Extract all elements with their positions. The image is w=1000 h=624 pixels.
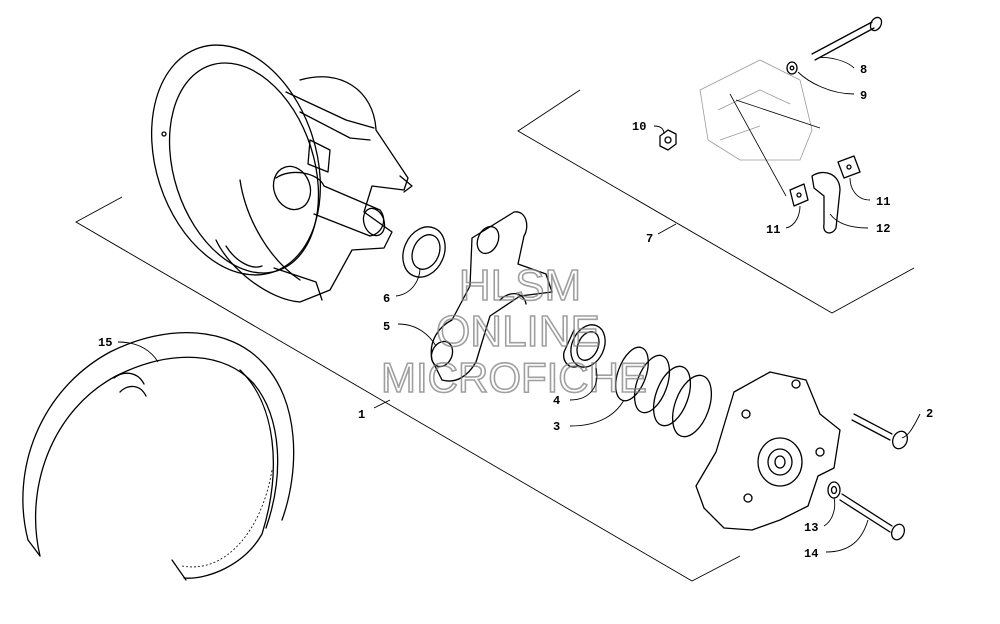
callout-9: 9 [860, 89, 867, 103]
assembly-group-outline [75, 196, 741, 582]
callout-2: 2 [926, 407, 933, 421]
weight-kit-group-outline [517, 89, 915, 314]
cam-arm [430, 211, 553, 382]
weight-plate-a [837, 155, 861, 179]
weight-kit-ghost [699, 59, 813, 161]
weight-arm [811, 171, 841, 234]
callout-10: 10 [632, 120, 646, 134]
callout-6: 6 [383, 292, 390, 306]
callout-11-a: 11 [876, 195, 890, 209]
watermark-line-2: ONLINE [436, 307, 600, 356]
leader-lines [117, 57, 921, 553]
drive-belt [22, 331, 295, 581]
callout-labels: 1 2 3 4 5 6 7 8 9 10 11 11 12 13 14 15 [98, 63, 933, 561]
bolt-pin [811, 16, 883, 61]
cover-plate [695, 371, 841, 531]
callout-8: 8 [860, 63, 867, 77]
bolt-cover [839, 493, 906, 541]
callout-1: 1 [358, 408, 365, 422]
callout-4: 4 [553, 394, 560, 408]
bolt-long [851, 413, 909, 450]
callout-7: 7 [646, 232, 653, 246]
sheave-assembly [150, 44, 413, 303]
callout-12: 12 [876, 222, 890, 236]
weight-plate-b [789, 183, 809, 207]
spring [615, 346, 713, 438]
pin-washer [786, 61, 798, 75]
washer [402, 226, 446, 278]
watermark-line-3: MICROFICHE [381, 354, 647, 401]
bushing [563, 324, 606, 368]
callout-14: 14 [804, 547, 818, 561]
callout-13: 13 [804, 521, 818, 535]
callout-15: 15 [98, 336, 112, 350]
weight-guide-lines [729, 93, 821, 197]
callout-11-b: 11 [766, 223, 780, 237]
small-washer [827, 481, 841, 499]
nut [659, 129, 677, 151]
watermark: HLSM ONLINE MICROFICHE [380, 260, 648, 402]
callout-3: 3 [553, 420, 560, 434]
watermark-line-1: HLSM [459, 261, 581, 310]
callout-5: 5 [383, 320, 390, 334]
